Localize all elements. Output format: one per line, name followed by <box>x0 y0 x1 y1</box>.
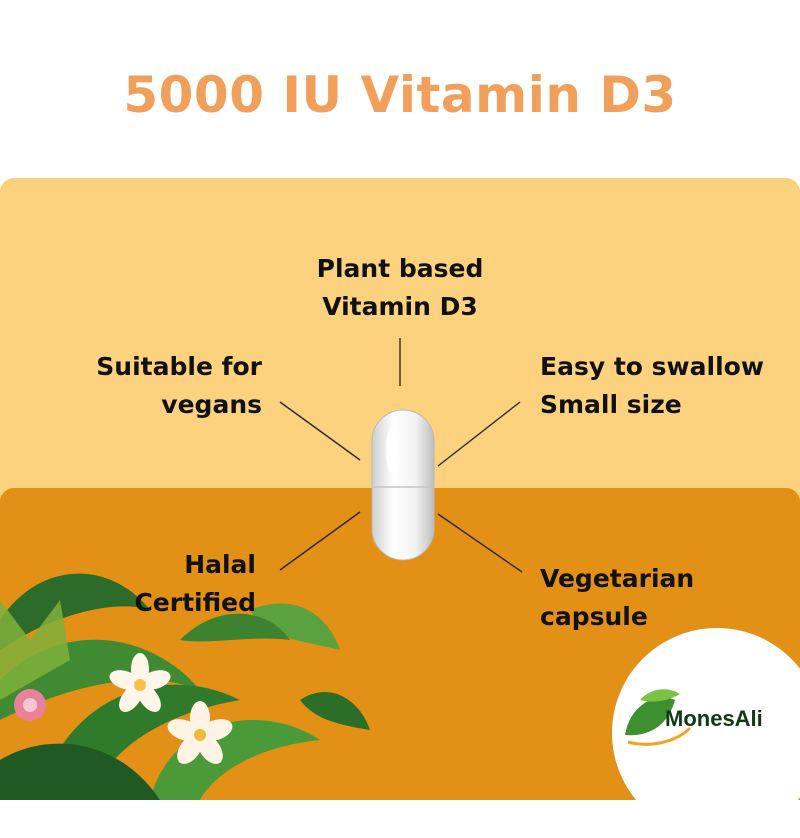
feature-text-line: Plant based <box>316 254 484 283</box>
page-title: 5000 IU Vitamin D3 <box>123 66 677 124</box>
connector-lower-left <box>279 511 361 571</box>
capsule-icon <box>371 409 435 561</box>
feature-text-line: Small size <box>540 390 682 419</box>
feature-text-line: capsule <box>540 602 648 631</box>
connector-lines <box>279 338 523 573</box>
feature-text-line: vegans <box>161 390 262 419</box>
feature-text-line: Vitamin D3 <box>322 292 478 321</box>
foliage-illustration <box>0 573 370 800</box>
brand-logo-badge <box>612 628 800 838</box>
connector-lower-right <box>437 513 523 573</box>
connector-upper-right <box>437 401 521 467</box>
feature-text-line: Halal <box>184 550 256 579</box>
feature-text-line: Certified <box>134 588 256 617</box>
feature-text-line: Easy to swallow <box>540 352 764 381</box>
feature-vegetarian-capsule: Vegetarian capsule <box>540 560 740 636</box>
feature-plant-based: Plant based Vitamin D3 <box>300 250 500 326</box>
feature-text-line: Vegetarian <box>540 564 695 593</box>
capsule-diagram <box>0 338 523 800</box>
feature-halal-certified: Halal Certified <box>100 546 256 622</box>
feature-easy-to-swallow: Easy to swallow Small size <box>540 348 790 424</box>
feature-text-line: Suitable for <box>96 352 262 381</box>
brand-logo-text: MonesAli <box>665 706 763 731</box>
connector-upper-left <box>279 401 361 461</box>
flower-icon <box>14 653 233 764</box>
feature-suitable-for-vegans: Suitable for vegans <box>60 348 262 424</box>
